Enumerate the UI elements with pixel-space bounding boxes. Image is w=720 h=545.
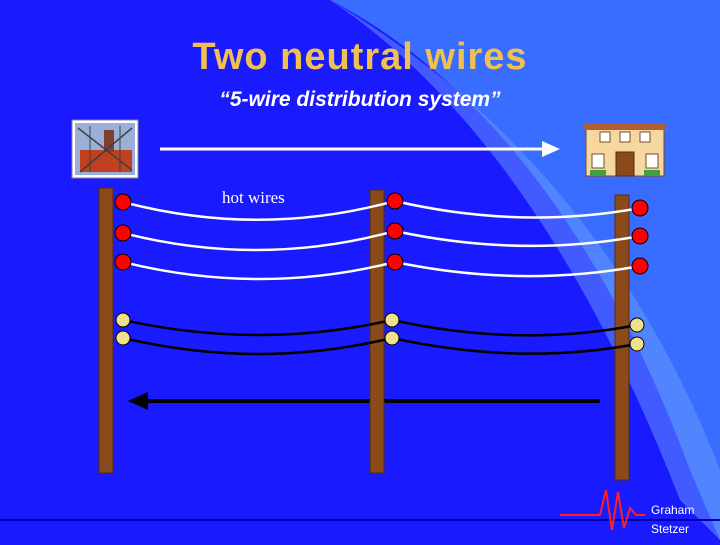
neutral-insulator (115, 330, 131, 346)
hot-insulators (114, 192, 649, 275)
hot-wire-2a (122, 229, 396, 252)
logo-name-line1: Graham (651, 503, 695, 517)
power-plant-icon (71, 119, 139, 179)
hot-insulator (631, 227, 649, 245)
hot-wire-3a (122, 260, 396, 281)
power-flow-arrow (160, 141, 560, 157)
neutral-insulator (629, 317, 645, 333)
neutral-wire-2b (391, 336, 638, 355)
neutral-insulators (115, 312, 645, 352)
hot-wire-1b (394, 199, 641, 219)
neutral-insulator (384, 312, 400, 328)
utility-pole-left (98, 187, 114, 474)
hot-wire-2b (394, 229, 641, 248)
hot-wires (122, 199, 641, 281)
hot-insulator (114, 193, 132, 211)
background-wedge-highlight (330, 0, 720, 540)
utility-pole-right (614, 194, 630, 481)
hot-insulator (114, 253, 132, 271)
utility-pole-middle (369, 189, 385, 474)
hot-insulator (114, 224, 132, 242)
hot-wires-label: hot wires (222, 188, 285, 207)
neutral-insulator (384, 330, 400, 346)
neutral-wires (122, 318, 638, 356)
slide-subtitle: “5-wire distribution system” (219, 88, 501, 111)
hot-insulator (386, 222, 404, 240)
logo-name-line2: Stetzer (651, 522, 690, 536)
neutral-wire-1b (391, 318, 638, 337)
hot-wire-1a (122, 199, 396, 221)
neutral-wire-2a (122, 336, 393, 356)
hot-insulator (631, 257, 649, 275)
neutral-insulator (629, 336, 645, 352)
hot-insulator (386, 192, 404, 210)
background-wedge (330, 0, 720, 540)
hot-insulator (386, 253, 404, 271)
hot-wire-3b (394, 260, 641, 278)
neutral-wire-1a (122, 318, 393, 337)
graham-stetzer-logo-icon (560, 489, 645, 531)
neutral-insulator (115, 312, 131, 328)
house-icon (584, 124, 666, 177)
return-flow-arrow (128, 392, 600, 410)
hot-insulator (631, 199, 649, 217)
neutral-label: neutral (222, 308, 270, 327)
slide-title: Two neutral wires (192, 36, 528, 78)
